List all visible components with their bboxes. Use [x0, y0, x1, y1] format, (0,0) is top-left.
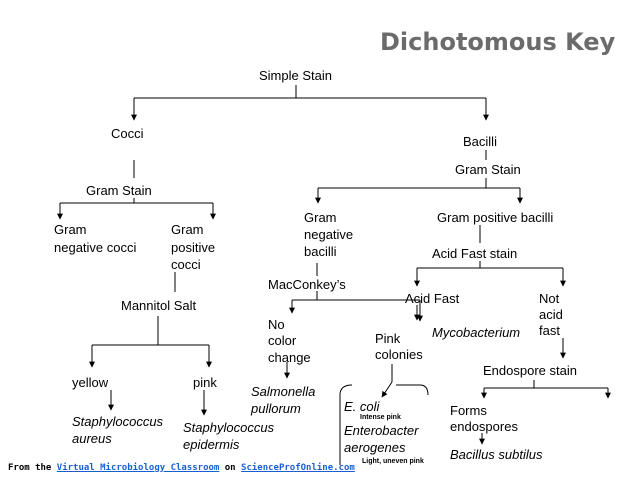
- node-bacillus-subtilus: Bacillus subtilus: [450, 447, 543, 462]
- node-light-pink: Light, uneven pink: [362, 458, 424, 465]
- node-intense-pink: Intense pink: [360, 414, 401, 421]
- node-pink: pink: [193, 375, 217, 390]
- node-pink-colonies-line2: colonies: [375, 347, 423, 362]
- node-not-acid-fast-line3: fast: [539, 323, 560, 338]
- node-macconkeys: MacConkey’s: [268, 277, 346, 292]
- node-enterobacter-line2: aerogenes: [344, 440, 406, 455]
- node-mannitol-salt: Mannitol Salt: [121, 298, 197, 313]
- footer-prefix: From the: [8, 463, 57, 473]
- node-simple-stain: Simple Stain: [259, 68, 332, 83]
- node-no-color-change-line1: No: [268, 317, 285, 332]
- node-gram-negative-bacilli-line3: bacilli: [304, 244, 337, 259]
- node-gram-negative-bacilli-line2: negative: [304, 227, 354, 242]
- node-gram-stain-cocci: Gram Stain: [86, 183, 152, 198]
- node-yellow: yellow: [72, 375, 109, 390]
- node-salmonella-line2: pullorum: [251, 401, 301, 416]
- node-e-coli: E. coli: [344, 399, 380, 414]
- node-salmonella-line1: Salmonella: [251, 384, 316, 399]
- node-bacilli: Bacilli: [463, 134, 497, 149]
- node-gram-positive-cocci-line2: positive: [171, 240, 216, 255]
- node-no-color-change-line2: color: [268, 333, 297, 348]
- node-pink-colonies-line1: Pink: [375, 331, 401, 346]
- node-gram-negative-cocci-line2: negative cocci: [54, 240, 137, 255]
- node-not-acid-fast-line2: acid: [539, 307, 563, 322]
- node-gram-positive-cocci-line3: cocci: [171, 257, 201, 272]
- footer-link-virtual-microbiology-classroom[interactable]: Virtual Microbiology Classroom: [56, 463, 220, 473]
- node-not-acid-fast-line1: Not: [539, 291, 560, 306]
- node-gram-positive-bacilli: Gram positive bacilli: [437, 210, 554, 225]
- node-cocci: Cocci: [111, 126, 144, 141]
- node-gram-stain-bacilli: Gram Stain: [455, 162, 521, 177]
- node-forms-endospores-line1: Forms: [450, 403, 487, 418]
- node-forms-endospores-line2: endospores: [450, 419, 518, 434]
- footer-credit: From the Virtual Microbiology Classroom …: [8, 463, 355, 473]
- node-gram-positive-cocci-line1: Gram: [171, 222, 204, 237]
- node-enterobacter-line1: Enterobacter: [344, 423, 419, 438]
- node-no-color-change-line3: change: [268, 350, 311, 365]
- node-gram-negative-bacilli-line1: Gram: [304, 210, 337, 225]
- node-staph-aureus-line2: aureus: [72, 431, 112, 446]
- node-endospore-stain: Endospore stain: [483, 363, 577, 378]
- node-staph-aureus-line1: Staphylococcus: [72, 414, 164, 429]
- node-mycobacterium: Mycobacterium: [432, 325, 521, 340]
- page-title: Dichotomous Key: [380, 28, 616, 56]
- node-acid-fast: Acid Fast: [405, 291, 460, 306]
- node-staph-epidermis-line1: Staphylococcus: [183, 420, 275, 435]
- footer-middle: on: [219, 463, 242, 473]
- node-gram-negative-cocci-line1: Gram: [54, 222, 87, 237]
- footer-link-scienceprofonline[interactable]: ScienceProfOnline.com: [241, 463, 355, 473]
- node-acid-fast-stain: Acid Fast stain: [432, 246, 518, 261]
- node-staph-epidermis-line2: epidermis: [183, 437, 240, 452]
